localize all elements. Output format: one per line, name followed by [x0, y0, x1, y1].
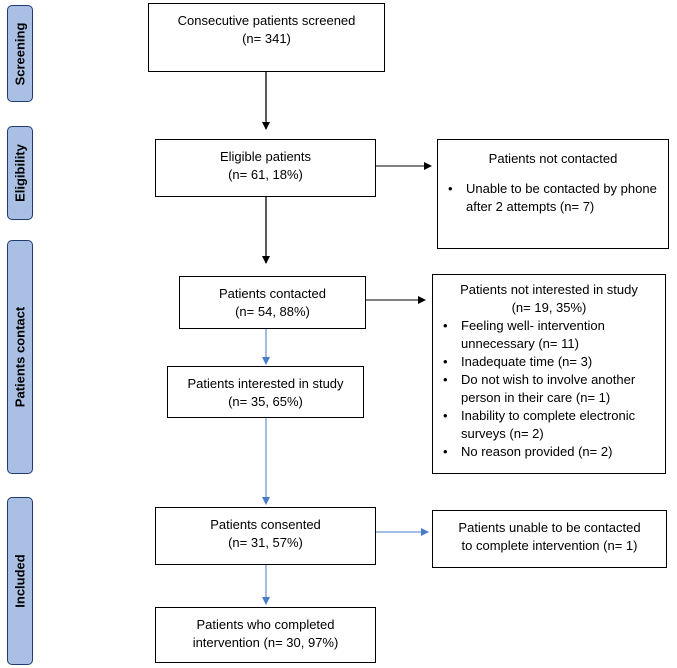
box-eligible-patients: Eligible patients (n= 61, 18%)	[155, 139, 376, 197]
box-patients-screened-line2: (n= 341)	[242, 31, 291, 46]
stage-screening: Screening	[7, 5, 33, 102]
box-patients-completed: Patients who completed intervention (n= …	[155, 607, 376, 663]
not-interested-item: Inadequate time (n= 3)	[443, 353, 659, 371]
box-patients-not-contacted: Patients not contacted Unable to be cont…	[437, 139, 669, 249]
box-patients-contacted: Patients contacted (n= 54, 88%)	[179, 276, 366, 329]
not-interested-item: No reason provided (n= 2)	[443, 443, 659, 461]
stage-screening-label: Screening	[12, 22, 28, 85]
stage-patients-contact-label: Patients contact	[12, 306, 28, 408]
box-patients-interested: Patients interested in study (n= 35, 65%…	[167, 366, 364, 418]
box-completed-line1: Patients who completed	[196, 617, 335, 632]
not-interested-item: Do not wish to involve another person in…	[443, 371, 659, 407]
box-patients-screened-line1: Consecutive patients screened	[177, 13, 356, 28]
not-contacted-title: Patients not contacted	[488, 151, 618, 166]
box-unable-line1: Patients unable to be contacted	[458, 520, 641, 535]
box-patients-consented: Patients consented (n= 31, 57%)	[155, 507, 376, 565]
box-patients-not-interested: Patients not interested in study (n= 19,…	[432, 274, 666, 474]
not-interested-item: Feeling well- intervention unnecessary (…	[443, 317, 659, 353]
box-contacted-line1: Patients contacted	[219, 286, 326, 301]
not-interested-item: Inability to complete electronic surveys…	[443, 407, 659, 443]
box-eligible-line2: (n= 61, 18%)	[228, 167, 303, 182]
stage-eligibility-label: Eligibility	[12, 144, 28, 202]
stage-eligibility: Eligibility	[7, 126, 33, 220]
box-interested-line1: Patients interested in study	[187, 376, 344, 391]
box-consented-line1: Patients consented	[210, 517, 321, 532]
not-interested-title: Patients not interested in study	[460, 282, 638, 297]
box-unable-line2: to complete intervention (n= 1)	[461, 538, 638, 553]
stage-included: Included	[7, 497, 33, 665]
box-contacted-line2: (n= 54, 88%)	[235, 304, 310, 319]
box-eligible-line1: Eligible patients	[219, 149, 312, 164]
box-completed-line2: intervention (n= 30, 97%)	[192, 635, 339, 650]
not-contacted-item: Unable to be contacted by phone after 2 …	[448, 180, 660, 216]
stage-patients-contact: Patients contact	[7, 240, 33, 474]
stage-included-label: Included	[12, 554, 28, 608]
box-interested-line2: (n= 35, 65%)	[228, 394, 303, 409]
box-patients-unable-to-complete: Patients unable to be contacted to compl…	[432, 510, 667, 568]
box-patients-screened: Consecutive patients screened (n= 341)	[148, 3, 385, 72]
not-interested-count: (n= 19, 35%)	[511, 300, 587, 315]
box-consented-line2: (n= 31, 57%)	[228, 535, 303, 550]
